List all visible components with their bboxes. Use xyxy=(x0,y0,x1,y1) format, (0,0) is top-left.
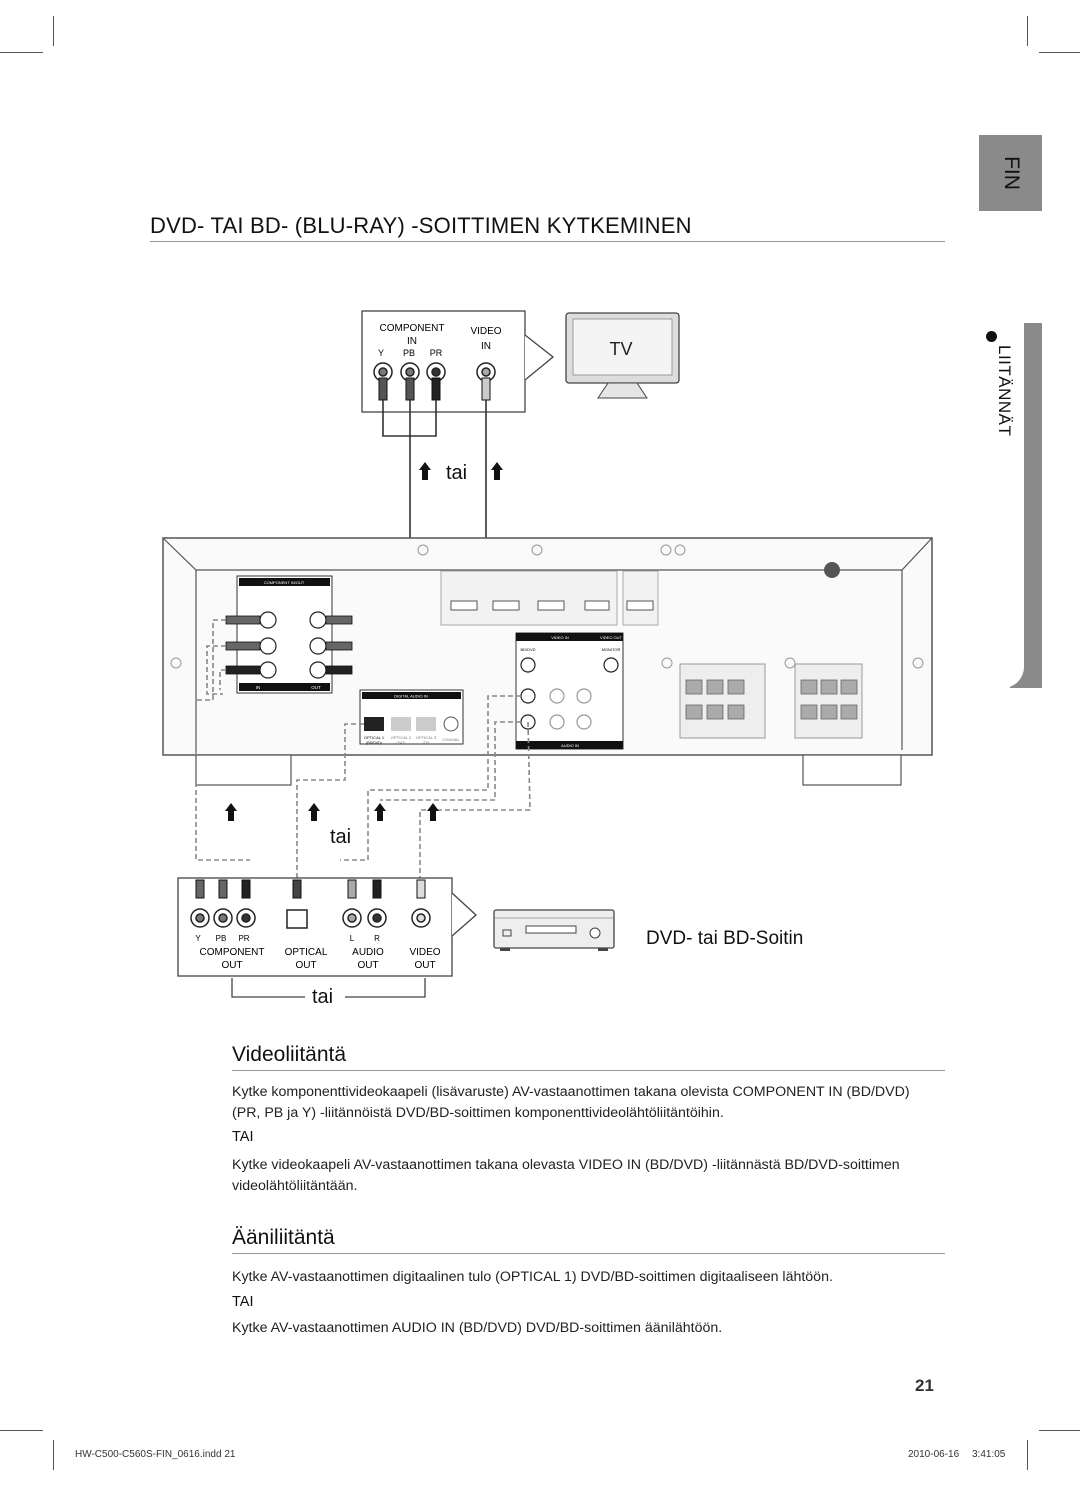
player-out-label: OUT xyxy=(414,960,435,971)
tv-video-label: VIDEO xyxy=(470,326,501,337)
footer-file: HW-C500-C560S-FIN_0616.indd 21 xyxy=(75,1449,236,1460)
audio-tai: TAI xyxy=(232,1294,254,1310)
player-video-label: VIDEO xyxy=(409,947,440,958)
digital-audio-in-label: DIGITAL AUDIO IN xyxy=(394,694,428,699)
or-label: tai xyxy=(312,986,333,1008)
audio-para-1: Kytke AV-vastaanottimen digitaalinen tul… xyxy=(232,1269,833,1285)
optical2-label: OPTICAL 2 xyxy=(391,735,412,740)
optical1-sub: (BD/DVD) xyxy=(366,741,382,745)
audio-section-heading: Ääniliitäntä xyxy=(232,1226,945,1254)
crop-mark xyxy=(1039,52,1080,53)
tv-component-in: IN xyxy=(407,336,417,347)
optical2-sub: (SAT) xyxy=(397,741,406,745)
video-in-label: VIDEO IN xyxy=(551,635,569,640)
player-audio-label: AUDIO xyxy=(352,947,384,958)
footer-time: 3:41:05 xyxy=(972,1449,1006,1460)
crop-mark xyxy=(1027,16,1028,46)
tv-connector-panel: COMPONENT IN VIDEO IN Y PB PR xyxy=(361,310,555,413)
tv-label: TV xyxy=(609,339,632,359)
player-optical-label: OPTICAL xyxy=(285,947,328,958)
component-out-label: OUT xyxy=(311,685,321,690)
video-out-label: VIDEO OUT xyxy=(600,635,623,640)
crop-mark xyxy=(53,1440,54,1470)
receiver-rear-panel: COMPONENT IN/OUT IN OUT DIGITAL AUDIO IN… xyxy=(162,537,933,786)
bracket xyxy=(231,978,426,998)
crop-mark xyxy=(53,16,54,46)
section-tab-inner xyxy=(982,323,1024,688)
up-arrow-icon xyxy=(225,803,439,821)
or-label: tai xyxy=(330,826,351,848)
video-section-heading: Videoliitäntä xyxy=(232,1043,945,1071)
section-tab-label: LIITÄNNÄT xyxy=(995,345,1014,437)
crop-mark xyxy=(0,52,43,53)
tv-video-in: IN xyxy=(481,341,491,352)
section-tab-label-box: LIITÄNNÄT xyxy=(980,345,1028,465)
player-r-label: R xyxy=(374,934,380,943)
page-title: DVD- TAI BD- (BLU-RAY) -SOITTIMEN KYTKEM… xyxy=(150,213,945,242)
video-para-2: Kytke videokaapeli AV-vastaanottimen tak… xyxy=(232,1157,900,1194)
crop-mark xyxy=(0,1430,43,1431)
player-out-label: OUT xyxy=(221,960,242,971)
tv-y-label: Y xyxy=(378,348,384,358)
component-inout-label: COMPONENT IN/OUT xyxy=(264,580,305,585)
dvd-player-icon xyxy=(493,909,615,951)
player-y-label: Y xyxy=(195,934,201,943)
video-tai: TAI xyxy=(232,1129,254,1145)
bullet-dot-icon xyxy=(986,331,997,342)
optical3-sub: (TV) xyxy=(423,741,430,745)
tv-pb-label: PB xyxy=(403,348,415,358)
player-label: DVD- tai BD-Soitin xyxy=(646,928,803,949)
player-out-label: OUT xyxy=(357,960,378,971)
footer-date: 2010-06-16 xyxy=(908,1449,960,1460)
page-number: 21 xyxy=(915,1376,934,1395)
tv-icon: TV xyxy=(565,312,680,399)
player-l-label: L xyxy=(350,934,355,943)
crop-mark xyxy=(1039,1430,1080,1431)
optical1-label: OPTICAL 1 xyxy=(364,735,385,740)
crop-mark xyxy=(1027,1440,1028,1470)
player-component-label: COMPONENT xyxy=(200,947,265,958)
player-pb-label: PB xyxy=(216,934,227,943)
or-label: tai xyxy=(446,462,467,484)
player-pr-label: PR xyxy=(238,934,249,943)
up-arrow-icon xyxy=(419,462,503,480)
component-in-label: IN xyxy=(256,685,261,690)
player-cable xyxy=(195,619,531,880)
player-out-label: OUT xyxy=(295,960,316,971)
video-para-1: Kytke komponenttivideokaapeli (lisävarus… xyxy=(232,1084,910,1121)
tv-jack xyxy=(373,362,496,382)
optical3-label: OPTICAL 3 xyxy=(416,735,437,740)
audio-para-2: Kytke AV-vastaanottimen AUDIO IN (BD/DVD… xyxy=(232,1320,723,1336)
player-connector-panel: Y PB PR L R COMPONENT OPTICAL AUDIO VIDE… xyxy=(177,877,477,977)
language-tab xyxy=(979,135,1042,211)
bd-dvd-label: BD/DVD xyxy=(520,647,535,652)
monitor-label: MONITOR xyxy=(602,647,621,652)
tv-component-label: COMPONENT xyxy=(380,323,445,334)
audio-in-label: AUDIO IN xyxy=(561,743,579,748)
tv-pr-label: PR xyxy=(430,348,443,358)
coaxial-label: COAXIAL xyxy=(442,737,460,742)
connection-diagram: COMPONENT IN VIDEO IN Y PB PR TV ta xyxy=(162,310,933,1008)
